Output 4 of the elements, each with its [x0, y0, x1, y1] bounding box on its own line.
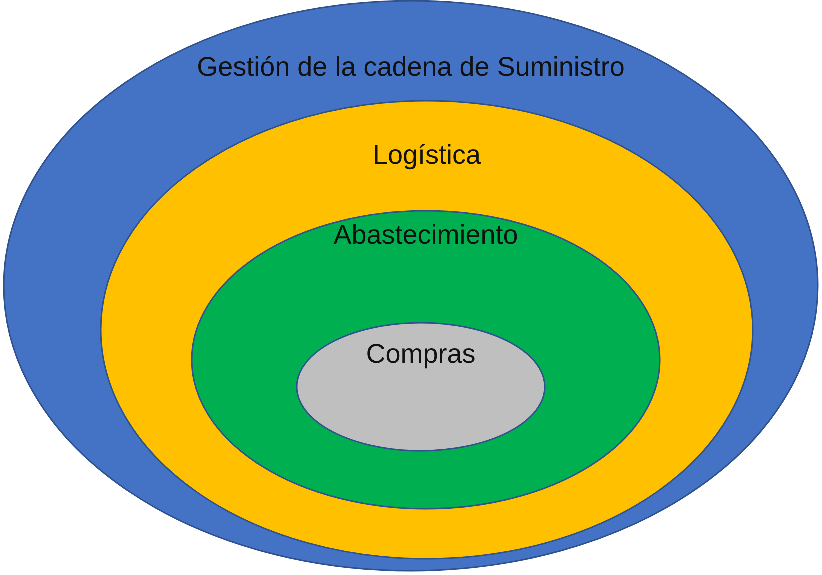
ring-label: Logística	[372, 140, 482, 170]
ring-label: Abastecimiento	[334, 220, 518, 250]
ring-label: Compras	[366, 339, 476, 369]
ring-label: Gestión de la cadena de Suministro	[197, 52, 625, 82]
